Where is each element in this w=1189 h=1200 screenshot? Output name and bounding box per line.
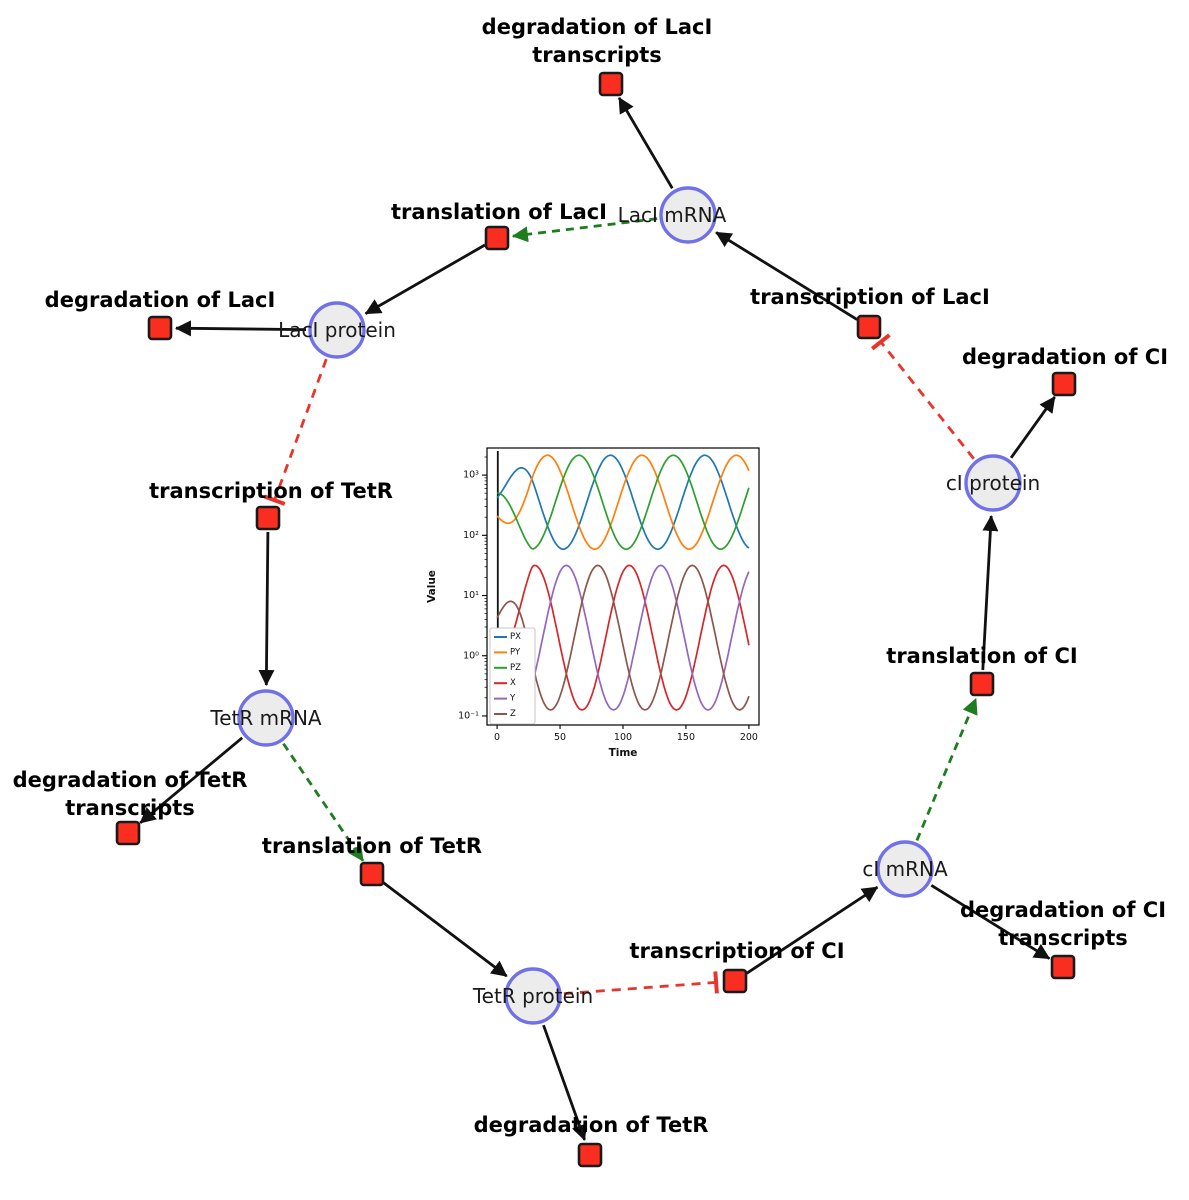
edge-inhibition-ci_protein-to-transcription_laci [870, 333, 975, 460]
reaction-label-transcription_laci: transcription of LacI [750, 285, 990, 309]
reaction-label-deg_tetr_tx: transcripts [65, 796, 195, 820]
edge-production-transcription_laci-to-laci_mrna [715, 231, 858, 321]
species-node-laci_mrna [659, 186, 717, 244]
reaction-node-transcription_tetr [255, 505, 281, 531]
y-axis-label: Value [426, 570, 438, 603]
legend-label-X: X [510, 678, 516, 688]
y-tick-label: 10³ [463, 470, 479, 481]
reaction-label-deg_laci_tx: degradation of LacI [482, 15, 713, 39]
reaction-label-translation_laci: translation of LacI [391, 200, 607, 224]
series-line-Z [496, 564, 750, 711]
x-tick-label: 150 [677, 732, 695, 743]
species-label-tetr_mrna: TetR mRNA [209, 706, 322, 730]
reaction-label-deg_ci_tx: degradation of CI [960, 898, 1166, 922]
edge-production-translation_tetr-to-tetr_protein [382, 881, 508, 978]
species-node-laci_protein [308, 301, 366, 359]
y-tick-label: 10⁰ [463, 650, 479, 661]
x-tick-label: 100 [614, 732, 632, 743]
species-node-tetr_protein [504, 967, 562, 1025]
edge-consumption-ci_protein-to-deg_ci [1009, 396, 1056, 459]
edge-consumption-laci_protein-to-deg_laci [175, 320, 307, 337]
x-tick-label: 0 [494, 732, 500, 743]
legend-label-Z: Z [510, 709, 516, 719]
x-tick-label: 200 [740, 732, 758, 743]
nodes-layer [115, 71, 1077, 1168]
reaction-node-translation_tetr [359, 861, 385, 887]
reaction-label-deg_ci: degradation of CI [962, 345, 1168, 369]
reaction-label-deg_tetr: degradation of TetR [474, 1113, 709, 1137]
species-label-ci_mrna: cI mRNA [862, 857, 948, 881]
species-label-ci_protein: cI protein [946, 471, 1040, 495]
species-label-laci_mrna: LacI mRNA [618, 203, 727, 227]
reaction-label-translation_ci: translation of CI [886, 644, 1077, 668]
reaction-node-deg_laci_tx [598, 71, 624, 97]
edge-consumption-ci_mrna-to-deg_ci_tx [930, 884, 1051, 960]
edges-layer [139, 96, 1056, 1141]
reaction-node-deg_tetr [577, 1142, 603, 1168]
legend-label-PY: PY [510, 647, 521, 657]
edge-production-transcription_ci-to-ci_mrna [745, 886, 879, 975]
species-node-ci_protein [964, 454, 1022, 512]
edge-modifier-tetr_mrna-to-translation_tetr [282, 742, 365, 862]
reaction-node-deg_tetr_tx [115, 820, 141, 846]
reaction-label-deg_laci_tx: transcripts [532, 43, 662, 67]
legend-label-Y: Y [509, 694, 516, 704]
reaction-label-deg_laci: degradation of LacI [45, 288, 276, 312]
series-line-PZ [496, 454, 750, 551]
reaction-node-deg_laci [147, 315, 173, 341]
reaction-node-deg_ci_tx [1050, 954, 1076, 980]
reaction-label-transcription_ci: transcription of CI [629, 939, 844, 963]
reaction-label-translation_tetr: translation of TetR [262, 834, 482, 858]
series-line-X [496, 564, 750, 711]
reaction-node-transcription_laci [856, 314, 882, 340]
species-node-tetr_mrna [237, 689, 295, 747]
species-label-laci_protein: LacI protein [278, 318, 396, 342]
reaction-node-transcription_ci [722, 968, 748, 994]
reaction-node-translation_laci [484, 225, 510, 251]
y-tick-label: 10¹ [463, 590, 479, 601]
edge-consumption-tetr_mrna-to-deg_tetr_tx [139, 736, 244, 824]
labels-layer: degradation of LacI transcripts translatio… [13, 15, 1168, 1137]
reaction-label-transcription_tetr: transcription of TetR [149, 479, 393, 503]
edge-production-transcription_tetr-to-tetr_mrna [258, 531, 275, 686]
series-line-Y [496, 564, 750, 711]
edge-consumption-laci_mrna-to-deg_laci_tx [617, 96, 674, 190]
series-line-PY [496, 454, 750, 551]
edge-production-translation_laci-to-laci_protein [364, 243, 486, 315]
x-axis-label: Time [609, 747, 638, 758]
reaction-node-translation_ci [969, 671, 995, 697]
reaction-label-deg_tetr_tx: degradation of TetR [13, 768, 248, 792]
species-node-ci_mrna [876, 840, 934, 898]
series-line-PX [496, 454, 750, 551]
edge-modifier-ci_mrna-to-translation_ci [915, 697, 978, 841]
reaction-node-deg_ci [1051, 371, 1077, 397]
species-label-tetr_protein: TetR protein [472, 984, 593, 1008]
edge-modifier-laci_mrna-to-translation_laci [511, 217, 658, 243]
y-tick-label: 10⁻¹ [458, 710, 479, 721]
y-tick-label: 10² [463, 530, 479, 541]
reaction-label-deg_ci_tx: transcripts [998, 926, 1128, 950]
legend: PX PY PZ XYZ [489, 627, 536, 725]
edge-production-translation_ci-to-ci_protein [981, 515, 999, 671]
x-tick-label: 50 [554, 732, 566, 743]
edge-consumption-tetr_protein-to-deg_tetr [542, 1024, 588, 1141]
legend-label-PX: PX [510, 632, 521, 642]
legend-label-PZ: PZ [510, 663, 521, 673]
